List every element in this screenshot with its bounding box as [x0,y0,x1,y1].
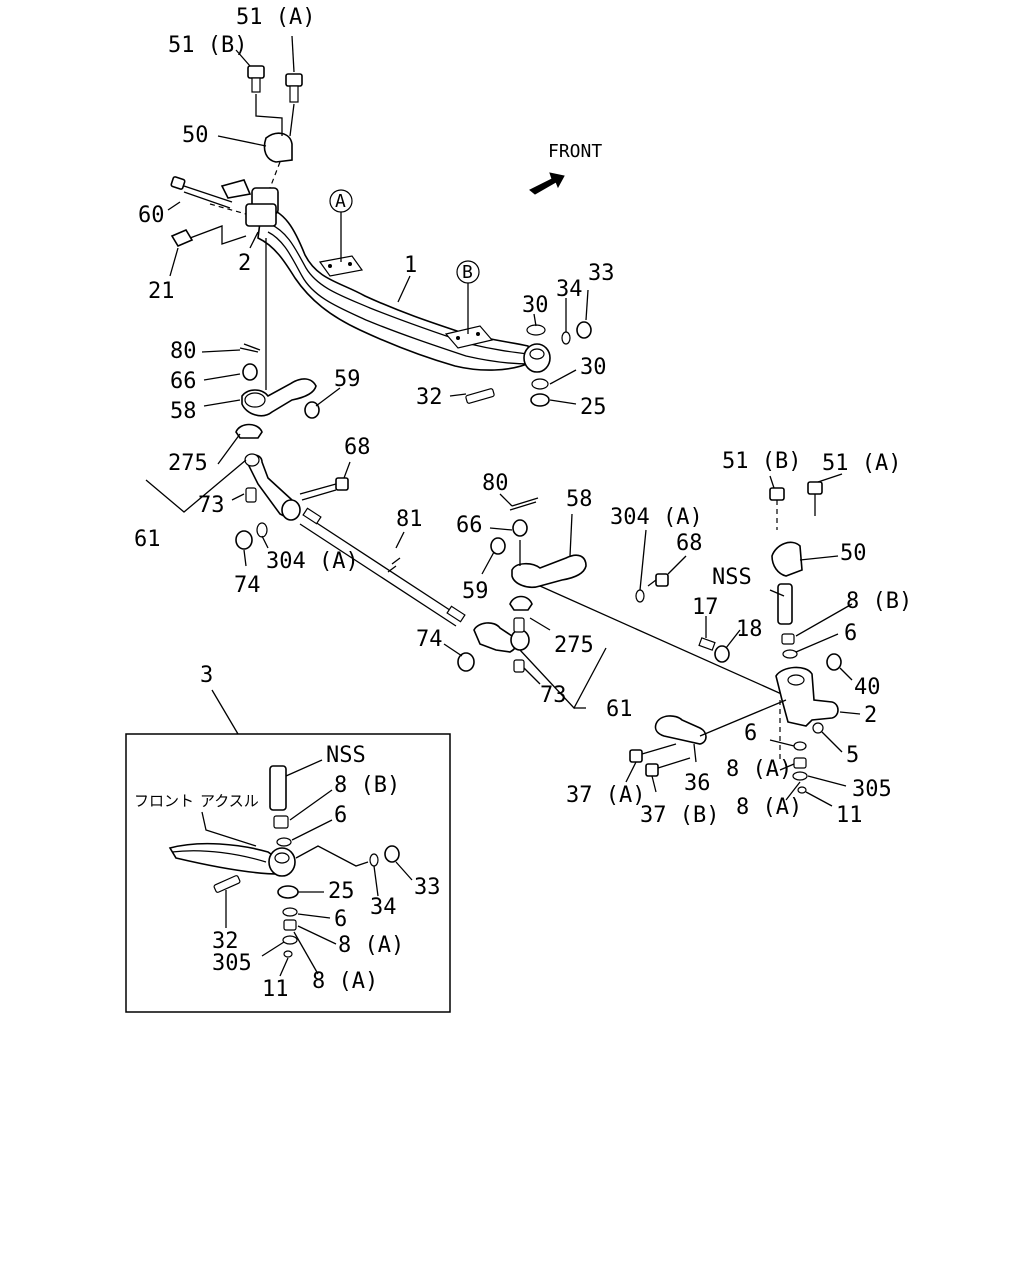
marker-a-letter: A [335,191,346,212]
label-81: 81 [396,507,423,532]
upper-left-bolts [247,65,303,189]
label-17: 17 [692,595,719,620]
label-34-top: 34 [556,277,583,302]
inset-label-32: 32 [212,929,239,954]
label-51a-left: 51 (A) [236,5,315,30]
label-74-right: 74 [416,627,443,652]
label-37a: 37 (A) [566,783,645,808]
label-18: 18 [736,617,763,642]
label-37b: 37 (B) [640,803,719,828]
label-305-right: 305 [852,777,892,802]
label-50-right: 50 [840,541,867,566]
label-275-left: 275 [168,451,208,476]
label-3: 3 [200,663,213,688]
label-275-right: 275 [554,633,594,658]
label-2-left: 2 [238,251,251,276]
label-51a-right: 51 (A) [822,451,901,476]
label-50-left: 50 [182,123,209,148]
label-nss-right: NSS [712,565,752,590]
inset-label-8a-2: 8 (A) [312,969,378,994]
label-32-top: 32 [416,385,443,410]
label-30-top: 30 [522,293,549,318]
inset-label-11: 11 [262,977,289,1002]
label-30-bottom: 30 [580,355,607,380]
label-66-left: 66 [170,369,197,394]
label-33-top: 33 [588,261,615,286]
right-steering-arm-assembly [457,497,787,697]
leader-lines [145,35,861,807]
inset-detail-box: フロント アクスル [125,733,451,1013]
axle-end-hardware [465,321,592,407]
label-59-right: 59 [462,579,489,604]
left-knuckle-parts [170,176,267,390]
label-8b-right: 8 (B) [846,589,912,614]
label-61-left: 61 [134,527,161,552]
spring-pad-b [444,325,494,349]
label-73-left: 73 [198,493,225,518]
inset-label-305: 305 [212,951,252,976]
inset-label-34: 34 [370,895,397,920]
reference-marker-b: B [456,260,480,334]
label-304a-left: 304 (A) [266,549,359,574]
label-11-right: 11 [836,803,863,828]
label-58-right: 58 [566,487,593,512]
label-36: 36 [684,771,711,796]
label-66-right: 66 [456,513,483,538]
inset-label-33: 33 [414,875,441,900]
label-68-right: 68 [676,531,703,556]
label-61-right: 61 [606,697,633,722]
axle-beam [245,187,551,373]
label-51b-right: 51 (B) [722,449,801,474]
inset-jp-front: フロント [134,792,194,810]
label-80-left: 80 [170,339,197,364]
inset-jp-axle: アクスル [200,792,259,810]
front-label: FRONT [548,141,602,162]
label-5: 5 [846,743,859,768]
left-steering-arm-assembly [235,343,349,550]
label-80-right: 80 [482,471,509,496]
label-8a-right-1: 8 (A) [726,757,792,782]
label-8a-right-2: 8 (A) [736,795,802,820]
label-21: 21 [148,279,175,304]
inset-label-8a-1: 8 (A) [338,933,404,958]
part-labels: 51 (A) 51 (B) 50 60 2 21 1 30 34 33 30 2… [134,5,912,828]
tie-rod [299,507,466,627]
label-51b-left: 51 (B) [168,33,247,58]
inset-label-6-top: 6 [334,803,347,828]
label-6-right-bottom: 6 [744,721,757,746]
label-304a-right: 304 (A) [610,505,703,530]
inset-label-8b: 8 (B) [334,773,400,798]
label-68-left: 68 [344,435,371,460]
label-40: 40 [854,675,881,700]
reference-marker-a: A [329,189,353,262]
label-60: 60 [138,203,165,228]
front-arrow-icon [529,172,565,195]
label-2-right: 2 [864,703,877,728]
front-direction-indicator: FRONT [529,141,602,195]
label-74-left: 74 [234,573,261,598]
inset-label-nss: NSS [326,743,366,768]
right-knuckle-assembly [629,481,842,794]
inset-label-6-bottom: 6 [334,907,347,932]
label-1: 1 [404,253,417,278]
label-58-left: 58 [170,399,197,424]
label-25-top: 25 [580,395,607,420]
label-73-right: 73 [540,683,567,708]
label-59-left: 59 [334,367,361,392]
inset-label-25: 25 [328,879,355,904]
marker-b-letter: B [462,262,473,283]
label-6-right-top: 6 [844,621,857,646]
